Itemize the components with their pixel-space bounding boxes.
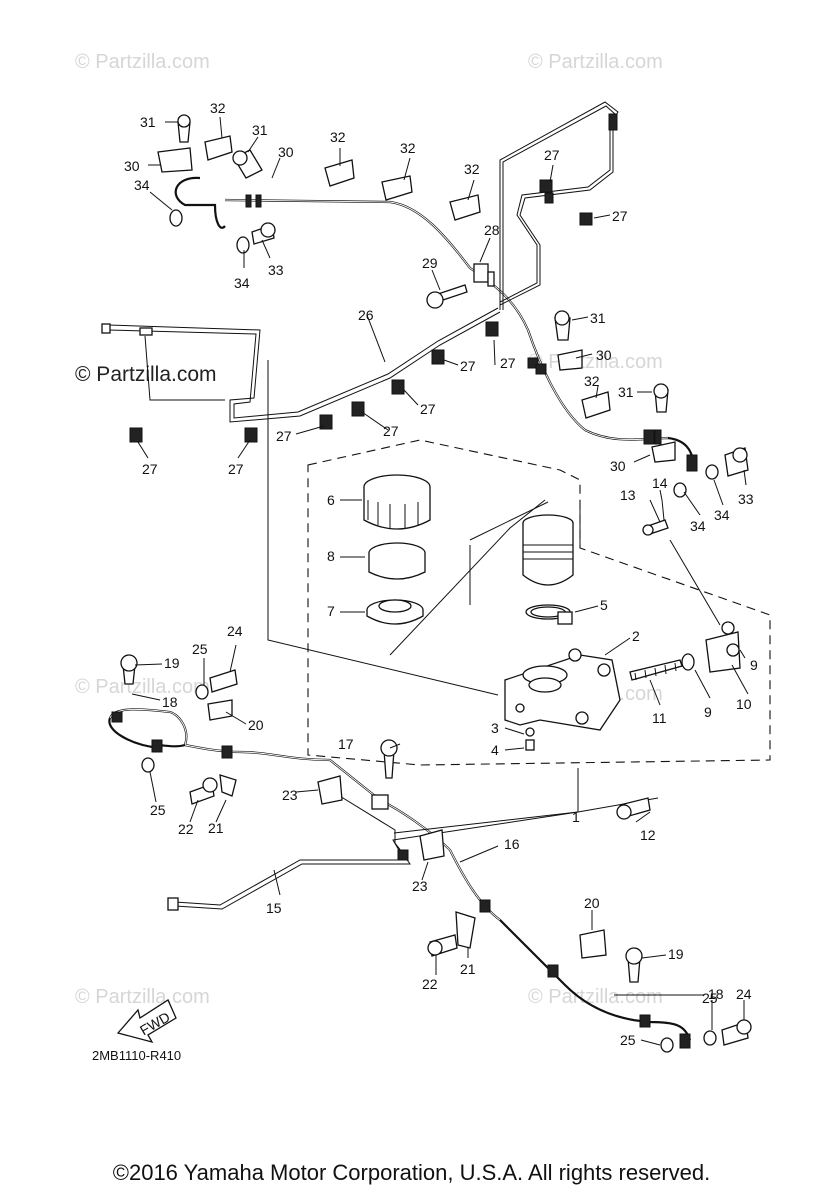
watermark-text: © Partzilla.com: [528, 986, 663, 1008]
callout-18: 18: [708, 986, 724, 1002]
callout-30: 30: [596, 347, 612, 363]
copyright-footer: ©2016 Yamaha Motor Corporation, U.S.A. A…: [112, 1160, 711, 1185]
watermark-main: © Partzilla.com: [75, 363, 217, 386]
callout-4: 4: [491, 742, 499, 758]
callout-30: 30: [610, 458, 626, 474]
callout-27: 27: [228, 461, 244, 477]
callout-20: 20: [584, 895, 600, 911]
callout-34: 34: [714, 507, 730, 523]
callout-27: 27: [276, 428, 292, 444]
master-cylinder: [504, 648, 621, 751]
callout-24: 24: [227, 623, 243, 639]
callout-16: 16: [504, 836, 520, 852]
callout-13: 13: [620, 487, 636, 503]
callout-33: 33: [738, 491, 754, 507]
watermark-text: © Partzilla.com: [75, 51, 210, 73]
callout-23: 23: [412, 878, 428, 894]
callout-3: 3: [491, 720, 499, 736]
callout-14: 14: [652, 475, 668, 491]
callout-32: 32: [400, 140, 416, 156]
diagram-code: 2MB1110-R410: [92, 1048, 181, 1063]
callout-30: 30: [278, 144, 294, 160]
callout-33: 33: [268, 262, 284, 278]
callout-20: 20: [248, 717, 264, 733]
callout-7: 7: [327, 603, 335, 619]
callout-27: 27: [544, 147, 560, 163]
callout-1: 1: [572, 809, 580, 825]
pushrod: [629, 499, 741, 681]
callout-32: 32: [330, 129, 346, 145]
callout-15: 15: [266, 900, 282, 916]
callout-5: 5: [600, 597, 608, 613]
callout-12: 12: [640, 827, 656, 843]
callout-31: 31: [618, 384, 634, 400]
callout-21: 21: [460, 961, 476, 977]
callout-31: 31: [140, 114, 156, 130]
reservoir-parts: [363, 474, 574, 625]
callout-30: 30: [124, 158, 140, 174]
callout-27: 27: [500, 355, 516, 371]
callout-10: 10: [736, 696, 752, 712]
upper-hose: [174, 101, 698, 472]
callout-27: 27: [612, 208, 628, 224]
callout-9: 9: [704, 704, 712, 720]
fasteners: [120, 114, 752, 1053]
brake-pipe-26: [101, 307, 501, 423]
callout-18: 18: [162, 694, 178, 710]
callout-25: 25: [192, 641, 208, 657]
callout-32: 32: [464, 161, 480, 177]
callout-17: 17: [338, 736, 354, 752]
callout-6: 6: [327, 492, 335, 508]
callout-25: 25: [150, 802, 166, 818]
callout-19: 19: [668, 946, 684, 962]
leader-lines: [131, 116, 749, 1046]
callout-28: 28: [484, 222, 500, 238]
callout-34: 34: [234, 275, 250, 291]
callout-32: 32: [584, 373, 600, 389]
callout-8: 8: [327, 548, 335, 564]
callouts: 31 32 31 30 30 34 34 33 32 32 32 27 27 2…: [124, 100, 758, 1048]
lower-hose: [108, 708, 692, 1049]
callout-11: 11: [652, 710, 667, 726]
callout-25: 25: [702, 990, 718, 1006]
callout-34: 34: [134, 177, 150, 193]
callout-31: 31: [590, 310, 606, 326]
callout-27: 27: [142, 461, 158, 477]
watermark-text: © Partzilla.com: [75, 986, 210, 1008]
callout-27: 27: [420, 401, 436, 417]
callout-29: 29: [422, 255, 438, 271]
callout-27: 27: [460, 358, 476, 374]
callout-19: 19: [164, 655, 180, 671]
callout-31: 31: [252, 122, 268, 138]
callout-34: 34: [690, 518, 706, 534]
assembly-frame: [267, 360, 771, 853]
watermark-text: © Partzilla.com: [528, 51, 663, 73]
callout-2: 2: [632, 628, 640, 644]
callout-24: 24: [736, 986, 752, 1002]
callout-22: 22: [178, 821, 194, 837]
callout-9: 9: [750, 657, 758, 673]
callout-21: 21: [208, 820, 224, 836]
callout-27: 27: [383, 423, 399, 439]
watermark-text: © Partzilla.com: [75, 676, 210, 698]
callout-23: 23: [282, 787, 298, 803]
callout-25: 25: [620, 1032, 636, 1048]
callout-22: 22: [422, 976, 438, 992]
callout-26: 26: [358, 307, 374, 323]
callout-32: 32: [210, 100, 226, 116]
